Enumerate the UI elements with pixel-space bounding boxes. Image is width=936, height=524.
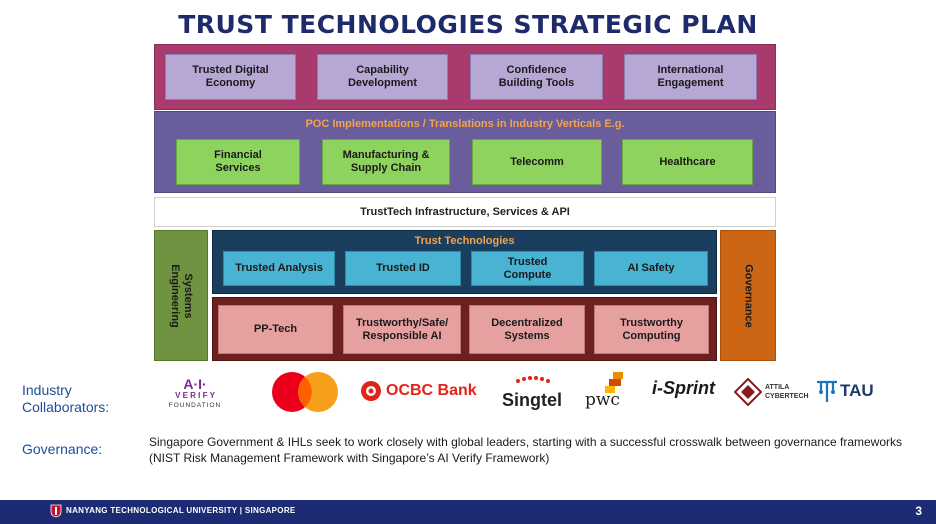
mastercard-logo [272, 372, 338, 412]
page-title: TRUST TECHNOLOGIES STRATEGIC PLAN [178, 10, 758, 39]
attila-cybertech-logo: ATTILA CYBERTECH [734, 378, 809, 406]
box-trusted-digital-economy: Trusted Digital Economy [165, 54, 296, 100]
box-financial-services: Financial Services [176, 139, 300, 185]
box-responsible-ai: Trustworthy/Safe/ Responsible AI [343, 305, 461, 354]
isprint-logo: i-Sprint [652, 378, 715, 398]
attila-diamond-icon [734, 378, 762, 406]
singtel-logo-text: Singtel [501, 390, 562, 410]
box-trusted-compute: Trusted Compute [471, 251, 584, 286]
box-international-engagement: International Engagement [624, 54, 757, 100]
tau-circuit-icon [817, 380, 837, 402]
infrastructure-bar: TrustTech Infrastructure, Services & API [154, 197, 776, 227]
pwc-blocks-icon [605, 372, 623, 393]
box-trusted-analysis: Trusted Analysis [223, 251, 335, 286]
singtel-logo: Singtel [500, 372, 564, 410]
box-decentralized-systems: Decentralized Systems [469, 305, 585, 354]
singtel-dots-icon [516, 376, 550, 383]
box-pp-tech: PP-Tech [218, 305, 333, 354]
ai-verify-logo-foundation: FOUNDATION [168, 402, 222, 409]
page-number: 3 [915, 504, 922, 518]
cybertech-logo-text: CYBERTECH [765, 393, 809, 400]
box-manufacturing-supply-chain: Manufacturing & Supply Chain [322, 139, 450, 185]
box-telecomm: Telecomm [472, 139, 602, 185]
box-trusted-id: Trusted ID [345, 251, 461, 286]
governance-bar-label: Governance [742, 263, 755, 328]
pwc-logo-text: pwc [585, 390, 620, 410]
footer-bar [0, 500, 936, 524]
tau-logo-text: TAU [840, 381, 874, 400]
footer-university: NANYANG TECHNOLOGICAL UNIVERSITY | SINGA… [66, 506, 296, 515]
systems-engineering-label: Systems Engineering [169, 263, 194, 328]
box-ai-safety: AI Safety [594, 251, 708, 286]
tau-logo: TAU [815, 378, 874, 404]
ntu-crest-icon [50, 504, 62, 518]
attila-logo-text: ATTILA [765, 384, 790, 391]
box-capability-development: Capability Development [317, 54, 448, 100]
governance-description: Singapore Government & IHLs seek to work… [149, 435, 903, 465]
governance-bar: Governance [720, 230, 776, 361]
ocbc-logo-text: OCBC Bank [386, 382, 477, 399]
industry-collaborators-label: Industry Collaborators: [22, 382, 110, 415]
ocbc-logo: OCBC Bank [360, 380, 477, 402]
systems-engineering-bar: Systems Engineering [154, 230, 208, 361]
ai-verify-logo-mark: A·I· [183, 376, 207, 392]
ai-verify-logo-verify: V E R I F Y [175, 391, 215, 400]
poc-label: POC Implementations / Translations in In… [305, 118, 625, 130]
box-confidence-building-tools: Confidence Building Tools [470, 54, 603, 100]
ai-verify-logo: A·I· V E R I F Y FOUNDATION [162, 377, 228, 410]
box-trustworthy-computing: Trustworthy Computing [594, 305, 709, 354]
governance-label: Governance: [22, 441, 103, 457]
trust-technologies-label: Trust Technologies [414, 235, 515, 247]
ocbc-emblem-icon [361, 381, 381, 401]
box-healthcare: Healthcare [622, 139, 753, 185]
